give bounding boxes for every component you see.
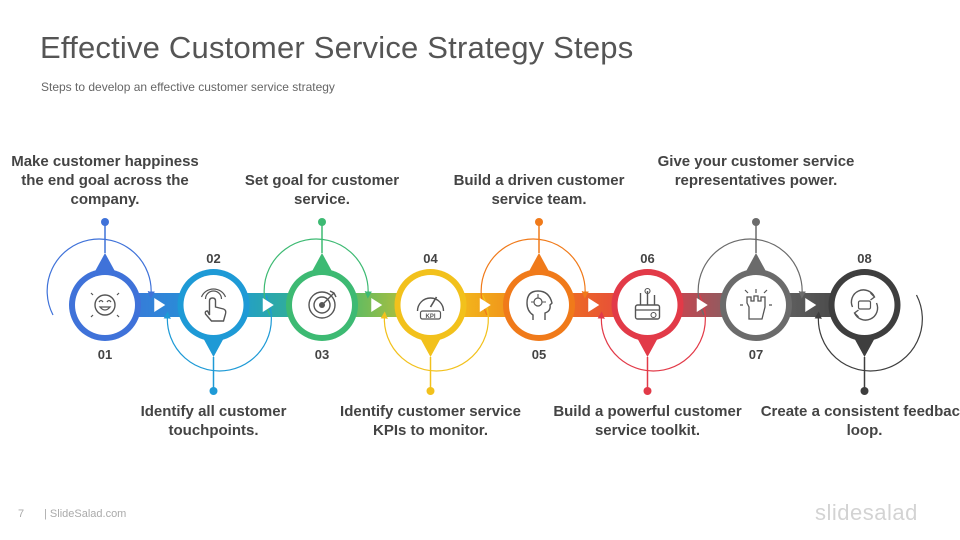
step-core	[726, 275, 786, 335]
step-number: 08	[857, 251, 871, 266]
step-05: 05	[503, 218, 600, 362]
step-04: KPI 04	[394, 251, 491, 395]
step-label-08: Create a consistent feedback loop.	[760, 403, 960, 439]
flow-arrow	[479, 298, 491, 312]
step-02: 02	[177, 251, 274, 395]
step-label-07: Give your customer service representativ…	[657, 153, 855, 189]
step-arc-04	[380, 294, 489, 372]
step-number: 06	[640, 251, 654, 266]
step-number: 03	[315, 347, 329, 362]
step-pin	[310, 253, 334, 275]
flow-arrow	[588, 298, 600, 312]
step-pin	[635, 335, 660, 357]
feedback-loop-icon	[850, 289, 879, 321]
step-label-01: Make customer happiness the end goal acr…	[11, 153, 199, 208]
step-arc-08	[814, 294, 923, 372]
step-dot	[752, 218, 760, 226]
power-fist-icon	[740, 289, 772, 320]
flow-arrow	[805, 298, 817, 312]
step-dot	[318, 218, 326, 226]
step-01: 01	[69, 218, 166, 362]
step-06: 06	[611, 251, 708, 395]
flow-arrow	[154, 298, 166, 312]
step-dot	[860, 387, 869, 395]
svg-text:KPI: KPI	[425, 314, 435, 320]
flow-arrow	[371, 298, 383, 312]
step-number: 05	[532, 347, 546, 362]
target-icon	[308, 290, 337, 319]
step-core	[400, 275, 461, 335]
touch-hand-icon	[200, 288, 227, 322]
step-dot	[101, 218, 109, 226]
step-pin	[852, 335, 877, 357]
step-dot	[535, 218, 543, 226]
step-number: 01	[98, 347, 112, 362]
step-number: 04	[423, 251, 438, 266]
step-08: 08	[828, 251, 901, 395]
happy-face-icon	[90, 292, 120, 318]
step-dot	[209, 387, 218, 395]
step-arc-02	[163, 294, 272, 372]
step-core	[834, 275, 895, 335]
step-07: 07	[720, 218, 817, 362]
step-core	[509, 275, 569, 335]
head-circuit-icon	[526, 290, 553, 320]
step-dot	[426, 387, 435, 395]
brand-logo: slidesalad	[815, 500, 918, 525]
step-pin	[93, 253, 117, 275]
page-title: Effective Customer Service Strategy Step…	[40, 30, 634, 65]
step-arc-03	[263, 238, 372, 316]
toolkit-icon	[634, 287, 661, 320]
step-core	[75, 275, 135, 335]
step-label-02: Identify all customer touchpoints.	[140, 403, 287, 439]
footer-site-link[interactable]: | SlideSalad.com	[44, 508, 127, 520]
flow-arrow	[696, 298, 708, 312]
step-pin	[527, 253, 551, 275]
step-arc-05	[480, 238, 589, 316]
step-core	[183, 275, 244, 335]
step-number: 02	[206, 251, 220, 266]
step-pin	[744, 253, 768, 275]
step-pin	[201, 335, 226, 357]
step-label-05: Build a driven customer service team.	[453, 172, 625, 208]
flow-arrow	[262, 298, 274, 312]
step-03: 03	[286, 218, 383, 362]
step-label-03: Set goal for customer service.	[244, 172, 400, 208]
step-number: 07	[749, 347, 763, 362]
step-label-04: Identify customer service KPIs to monito…	[340, 403, 521, 439]
step-dot	[643, 387, 652, 395]
step-arc-01	[46, 238, 155, 316]
page-number: 7	[18, 508, 25, 520]
page-subtitle: Steps to develop an effective customer s…	[41, 80, 335, 94]
step-arc-06	[597, 294, 706, 372]
step-arc-07	[697, 238, 806, 316]
step-label-06: Build a powerful customer service toolki…	[553, 403, 742, 439]
kpi-gauge-icon: KPI	[416, 296, 445, 320]
step-pin	[418, 335, 443, 357]
